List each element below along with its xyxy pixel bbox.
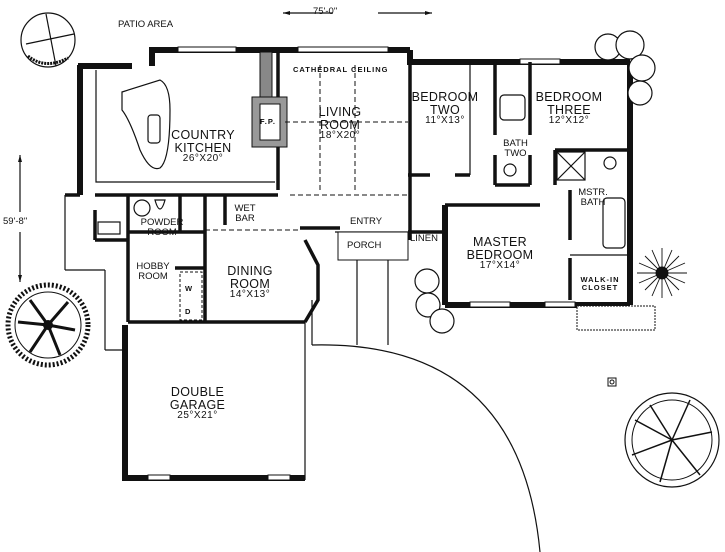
window <box>519 58 561 65</box>
cathedral-ceiling-note: CATHEDRAL CEILING <box>293 65 389 74</box>
room-label-powder-room: POWDER ROOM <box>140 217 184 238</box>
room-label-hobby-room: HOBBY ROOM <box>136 261 170 282</box>
bathtub <box>602 197 626 249</box>
spiky-shrub-icon <box>637 248 687 298</box>
walkway <box>356 260 389 345</box>
driveway-curve <box>311 344 541 552</box>
lamp-post-icon <box>607 377 617 387</box>
washer-label: W <box>185 284 194 293</box>
cathedral-beams <box>285 65 408 190</box>
room-label-bedroom-three: BEDROOM THREE 12°X12° <box>535 90 603 126</box>
room-label-walk-in-closet: WALK-IN CLOSET <box>580 275 620 292</box>
width-dimension-label: 75'-0" <box>313 6 338 17</box>
room-label-linen: LINEN <box>410 233 438 244</box>
room-label-country-kitchen: COUNTRY KITCHEN 26°X20° <box>171 128 235 164</box>
shrubs-front <box>414 268 455 334</box>
window <box>177 46 237 53</box>
planter <box>576 305 656 331</box>
width-dimension-line <box>283 11 432 15</box>
interior-walls <box>64 51 630 351</box>
depth-dimension-label: 59'-8" <box>3 216 28 227</box>
window <box>147 474 171 481</box>
room-label-master-bath: MSTR. BATH <box>578 187 608 208</box>
room-label-double-garage: DOUBLE GARAGE 25°X21° <box>169 385 226 421</box>
window <box>544 301 576 308</box>
tree-icon <box>624 392 720 488</box>
tree-icon <box>5 282 91 368</box>
room-label-master-bedroom: MASTER BEDROOM 17°X14° <box>466 235 534 271</box>
patio-area-label: PATIO AREA <box>118 19 174 30</box>
depth-dimension-line <box>18 155 22 282</box>
window <box>469 301 511 308</box>
fireplace-label: F.P. <box>260 117 276 126</box>
room-label-entry: ENTRY <box>350 216 383 227</box>
kitchen-island <box>121 79 171 170</box>
room-label-bath-two: BATH TWO <box>503 138 528 159</box>
tree-icon <box>20 12 76 68</box>
bathtub <box>499 94 526 121</box>
shrubs-right <box>594 30 656 106</box>
window <box>297 46 389 53</box>
room-label-dining-room: DINING ROOM 14°X13° <box>227 264 273 300</box>
room-label-wet-bar: WET BAR <box>234 203 256 224</box>
room-label-bedroom-two: BEDROOM TWO 11°X13° <box>411 90 479 126</box>
room-label-living-room: LIVING ROOM 18°X20° <box>318 105 362 141</box>
dryer-label: D <box>185 307 192 316</box>
room-label-porch: PORCH <box>347 240 382 251</box>
shower <box>556 151 586 181</box>
window <box>267 474 291 481</box>
